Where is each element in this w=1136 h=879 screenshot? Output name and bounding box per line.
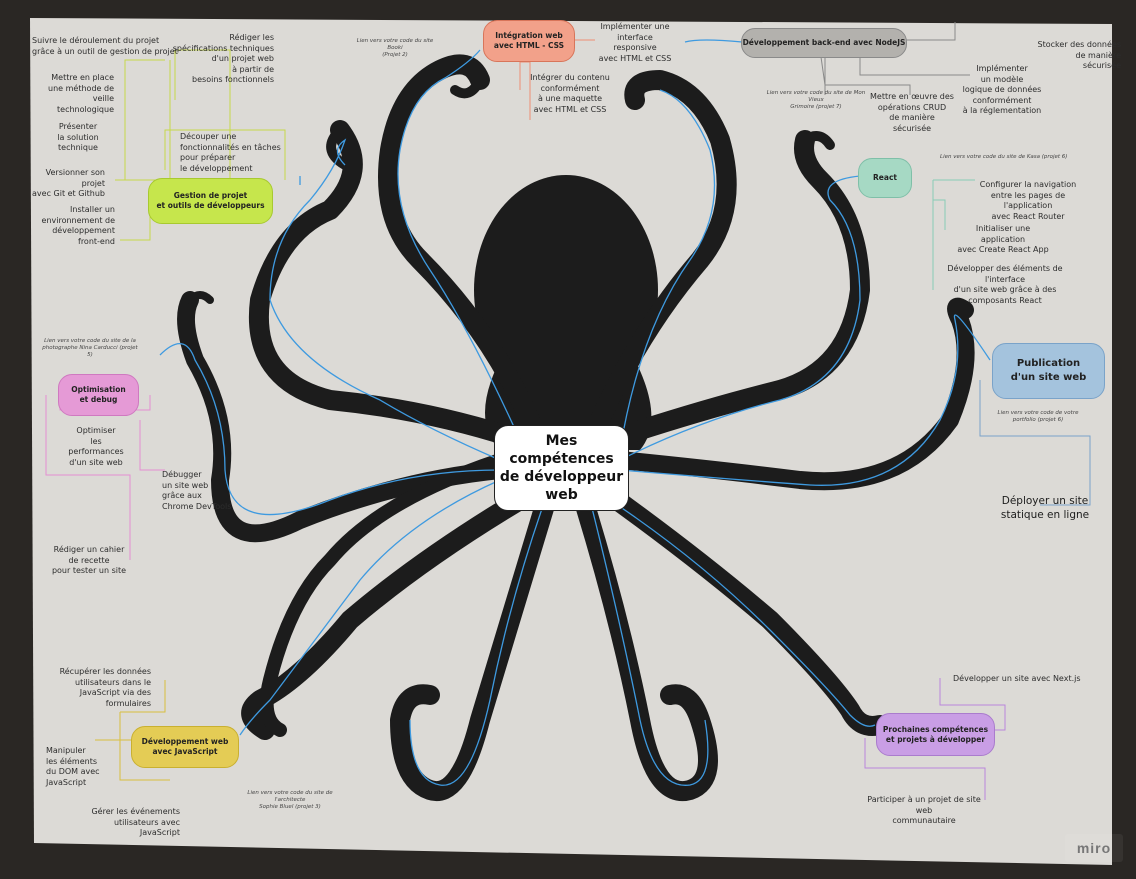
- node-gestion-projet[interactable]: Gestion de projet et outils de développe…: [148, 178, 273, 224]
- prochaines-item-nextjs: Développer un site avec Next.js: [953, 674, 1081, 683]
- optimisation-item-recette: Rédiger un cahier de recette pour tester…: [51, 545, 127, 575]
- javascript-item-dom: Manipuler les éléments du DOM avec JavaS…: [46, 746, 100, 787]
- link-portfolio[interactable]: Lien vers votre code de votre portfolio …: [997, 410, 1079, 423]
- link-lines: [159, 39, 991, 786]
- node-optimisation[interactable]: Optimisation et debug: [58, 374, 139, 416]
- link-kasa[interactable]: Lien vers votre code du site de Kasa (pr…: [940, 154, 1068, 160]
- javascript-item-formulaires: Récupérer les données utilisateurs dans …: [59, 667, 151, 708]
- miro-watermark: miro: [1065, 834, 1123, 862]
- link-sophie-bluel[interactable]: Lien vers votre code du site de l'archit…: [247, 790, 333, 810]
- node-prochaines[interactable]: Prochaines compétences et projets à déve…: [876, 713, 995, 756]
- gestion-item-suivre: Suivre le déroulement du projet grâce à …: [32, 36, 178, 56]
- backend-item-stocker: Stocker des données de manière sécurisée: [1037, 40, 1121, 70]
- javascript-item-evenements: Gérer les événements utilisateurs avec J…: [91, 807, 180, 837]
- gestion-item-veille: Mettre en place une méthode de veille te…: [48, 73, 114, 114]
- central-topic[interactable]: Mes compétences de développeur web: [494, 425, 629, 511]
- link-booki[interactable]: Lien vers votre code du site Booki (Proj…: [356, 38, 434, 58]
- backend-item-modele: Implémenter un modèle logique de données…: [962, 64, 1042, 115]
- node-backend-nodejs[interactable]: Développement back-end avec NodeJS: [741, 28, 907, 58]
- node-javascript[interactable]: Développement web avec JavaScript: [131, 726, 239, 768]
- node-integration-web[interactable]: Intégration web avec HTML - CSS: [483, 20, 575, 62]
- link-nina-carducci[interactable]: Lien vers votre code du site de la photo…: [42, 338, 138, 358]
- gestion-item-installer: Installer un environnement de développem…: [41, 205, 115, 246]
- link-mon-vieux-grimoire[interactable]: Lien vers votre code du site de Mon Vieu…: [766, 90, 866, 110]
- react-item-navigation: Configurer la navigation entre les pages…: [979, 180, 1077, 221]
- integration-item-responsive: Implémenter une interface responsive ave…: [598, 22, 672, 63]
- publication-item-deployer: Déployer un site statique en ligne: [1000, 495, 1090, 521]
- integration-item-maquette: Intégrer du contenu conformément à une m…: [530, 73, 610, 114]
- gestion-item-decouper: Découper une fonctionnalités en tâches p…: [180, 132, 281, 173]
- optimisation-item-debugger: Débugger un site web grâce aux Chrome De…: [162, 470, 232, 511]
- gestion-item-versionner: Versionner son projet avec Git et Github: [32, 168, 105, 198]
- react-item-initialiser: Initialiser une application avec Create …: [957, 224, 1049, 254]
- node-publication[interactable]: Publication d'un site web: [992, 343, 1105, 399]
- prochaines-item-communautaire: Participer à un projet de site web commu…: [867, 795, 981, 825]
- backend-item-crud: Mettre en œuvre des opérations CRUD de m…: [870, 92, 954, 133]
- node-react[interactable]: React: [858, 158, 912, 198]
- gestion-item-rediger: Rédiger les spécifications techniques d'…: [172, 33, 274, 84]
- gestion-item-presenter: Présenter la solution technique: [57, 122, 99, 152]
- connector-brackets: [45, 22, 1091, 800]
- react-item-composants: Développer des éléments de l'interface d…: [947, 264, 1063, 305]
- optimisation-item-performances: Optimiser les performances d'un site web: [68, 426, 124, 467]
